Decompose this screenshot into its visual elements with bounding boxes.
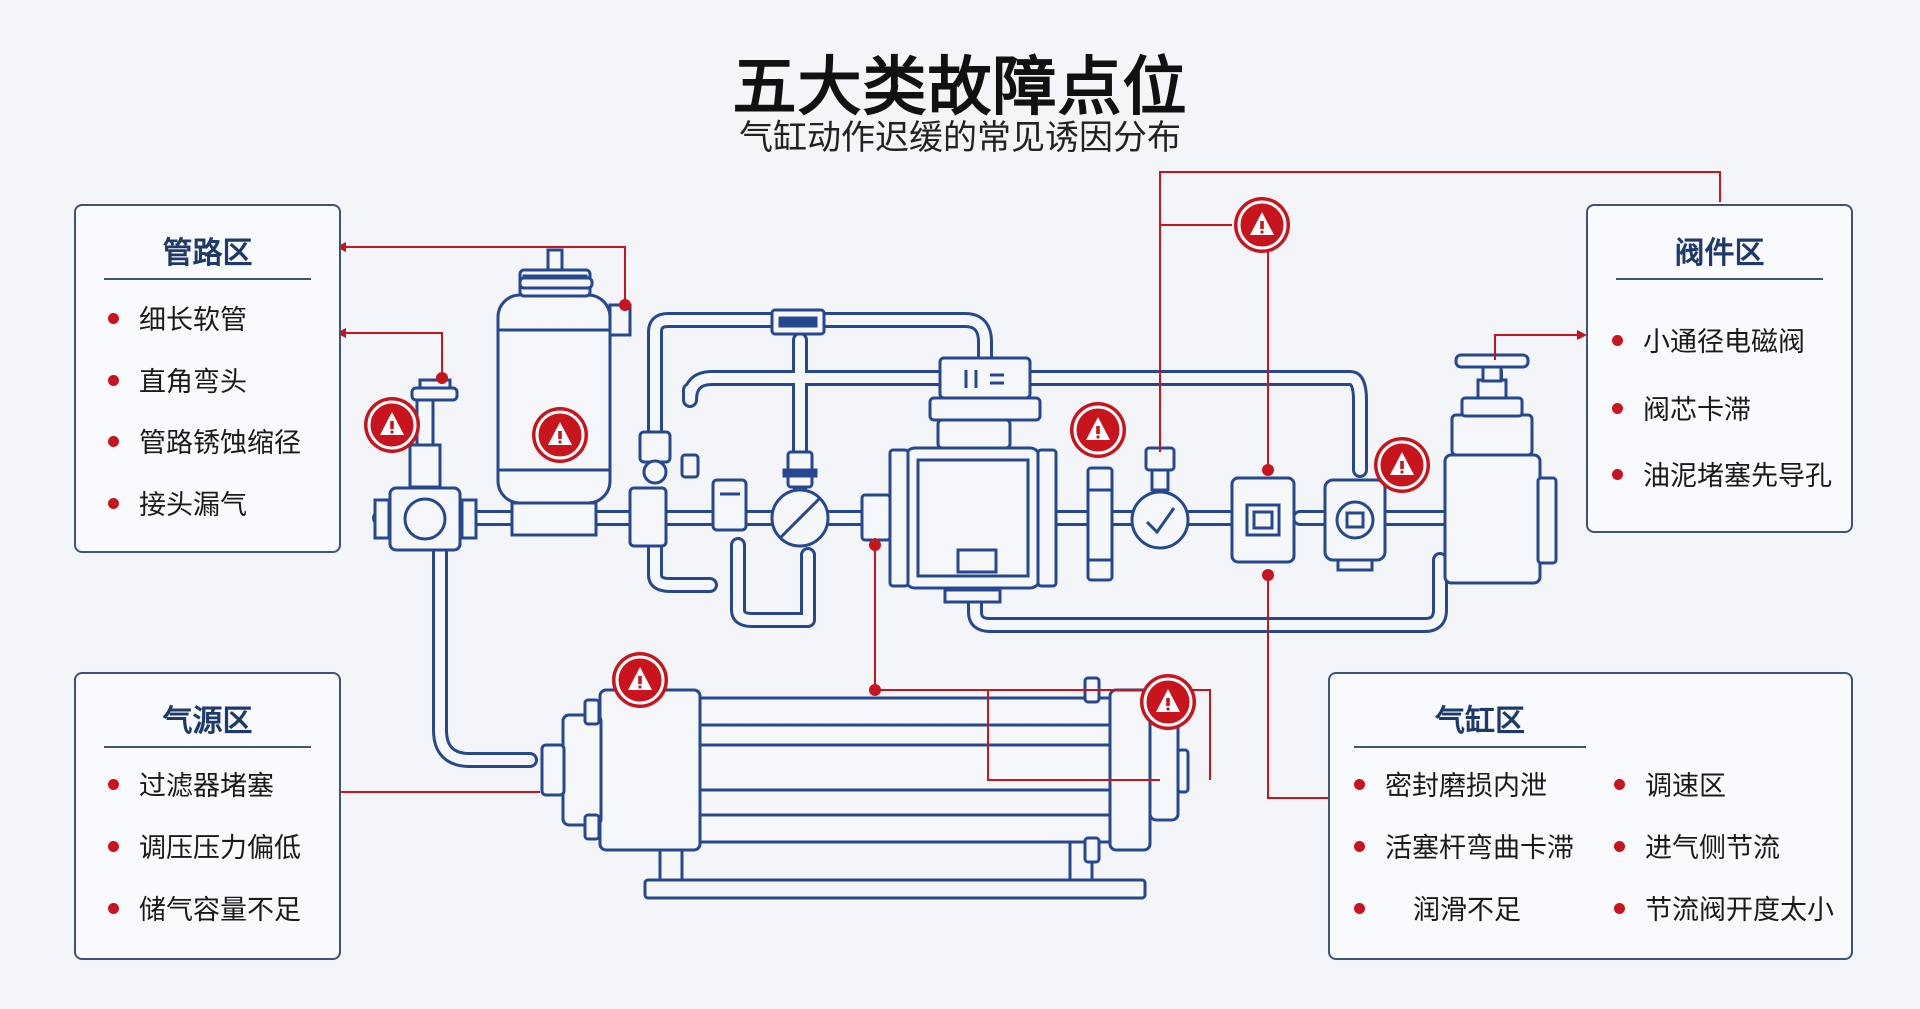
list-item: 进气侧节流 <box>1614 826 1780 865</box>
list-item: 活塞杆弯曲卡滞 <box>1354 826 1574 865</box>
list-item: 细长软管 <box>108 298 247 337</box>
bullet-dot <box>1614 841 1625 852</box>
warning-triangle-icon <box>1138 672 1198 732</box>
list-item: 管路锈蚀缩径 <box>108 421 301 460</box>
air-source-zone-title: 气源区 <box>162 704 253 739</box>
bullet-dot <box>1354 779 1365 790</box>
bullet-dot <box>1354 841 1365 852</box>
list-item: 过滤器堵塞 <box>108 764 274 803</box>
valve-zone-panel: 阀件区 小通径电磁阀 阀芯卡滞 油泥堵塞先导孔 <box>1586 204 1853 533</box>
warning-triangle-icon <box>1232 195 1292 255</box>
bullet-dot <box>108 375 119 386</box>
bullet-dot <box>1612 469 1623 480</box>
bullet-dot <box>108 903 119 914</box>
bullet-dot <box>1614 779 1625 790</box>
list-item: 储气容量不足 <box>108 888 301 927</box>
cylinder-zone-panel: 气缸区 密封磨损内泄 活塞杆弯曲卡滞 润滑不足 调速区 进气侧节流 节流阀开度太… <box>1328 672 1853 960</box>
panel-divider <box>104 278 311 280</box>
air-source-zone-panel: 气源区 过滤器堵塞 调压压力偏低 储气容量不足 <box>74 672 341 960</box>
cylinder-zone-title: 气缸区 <box>1435 704 1525 739</box>
bullet-dot <box>108 436 119 447</box>
bullet-dot <box>1614 903 1625 914</box>
bullet-dot <box>1612 335 1623 346</box>
bullet-dot <box>108 779 119 790</box>
bullet-dot <box>108 841 119 852</box>
warning-triangle-icon <box>610 650 670 710</box>
pipeline-zone-panel: 管路区 细长软管 直角弯头 管路锈蚀缩径 接头漏气 <box>74 204 341 553</box>
callout-lines <box>336 171 1721 799</box>
diagram-subtitle: 气缸动作迟缓的常见诱因分布 <box>739 118 1181 158</box>
bullet-dot <box>108 498 119 509</box>
bullet-dot <box>1612 403 1623 414</box>
list-item: 油泥堵塞先导孔 <box>1612 454 1832 493</box>
callout-dots <box>436 299 1274 696</box>
list-item: 密封磨损内泄 <box>1354 764 1547 803</box>
panel-divider <box>104 746 311 748</box>
pipeline-zone-title: 管路区 <box>162 236 253 271</box>
bullet-dot <box>1354 903 1365 914</box>
panel-divider <box>1616 278 1823 280</box>
warning-triangle-icon <box>530 405 590 465</box>
panel-divider <box>1354 746 1586 748</box>
warning-triangle-icon <box>1372 435 1432 495</box>
list-item: 调压压力偏低 <box>108 826 301 865</box>
diagram-title: 五大类故障点位 <box>732 51 1188 125</box>
components <box>373 248 1558 900</box>
warning-triangle-icon <box>362 395 422 455</box>
list-item: 直角弯头 <box>108 360 247 399</box>
list-item: 润滑不足 <box>1354 888 1521 927</box>
warning-triangle-icon <box>1068 400 1128 460</box>
list-item: 小通径电磁阀 <box>1612 320 1805 359</box>
list-item: 调速区 <box>1614 764 1726 803</box>
valve-zone-title: 阀件区 <box>1674 236 1765 271</box>
list-item: 阀芯卡滞 <box>1612 388 1751 427</box>
bullet-dot <box>108 313 119 324</box>
list-item: 节流阀开度太小 <box>1614 888 1834 927</box>
list-item: 接头漏气 <box>108 483 247 522</box>
